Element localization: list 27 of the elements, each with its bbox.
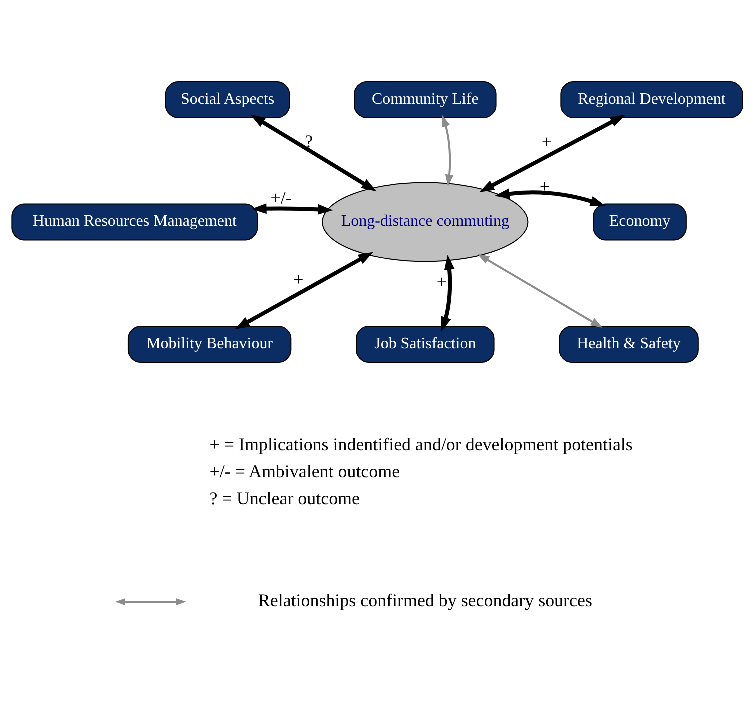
node-box: Social Aspects (165, 81, 290, 118)
legend-label: +/- = Ambivalent outcome (210, 461, 400, 482)
edge-label: + (294, 268, 304, 289)
node-box: Human Resources Management (12, 203, 258, 240)
node-box: Community Life (354, 81, 497, 118)
arrow (442, 114, 454, 186)
node-box: Regional Development (560, 81, 744, 118)
edge-label: ? (305, 131, 314, 152)
legend-label: ? = Unclear outcome (210, 488, 360, 508)
node-box: Job Satisfaction (356, 326, 495, 362)
edge-label: + (542, 132, 552, 152)
node-box: Health & Safety (559, 326, 699, 362)
node-box: Economy (593, 203, 687, 240)
edge-label: + (540, 176, 550, 196)
edge-label: + (436, 272, 448, 292)
edge-label: +/- (270, 187, 292, 208)
arrow (250, 114, 377, 192)
arrow (480, 114, 626, 192)
legend-label: Relationships confirmed by secondary sources (258, 590, 592, 610)
arrow (235, 252, 374, 329)
node-ellipse: Long-distance commuting (322, 182, 529, 262)
node-box: Mobility Behaviour (128, 326, 292, 362)
arrow (478, 254, 603, 328)
arrow (494, 188, 606, 206)
legend-label: + = Implications indentified and/or development potentials (210, 434, 633, 454)
arrow (252, 203, 334, 214)
arrow (441, 254, 455, 332)
